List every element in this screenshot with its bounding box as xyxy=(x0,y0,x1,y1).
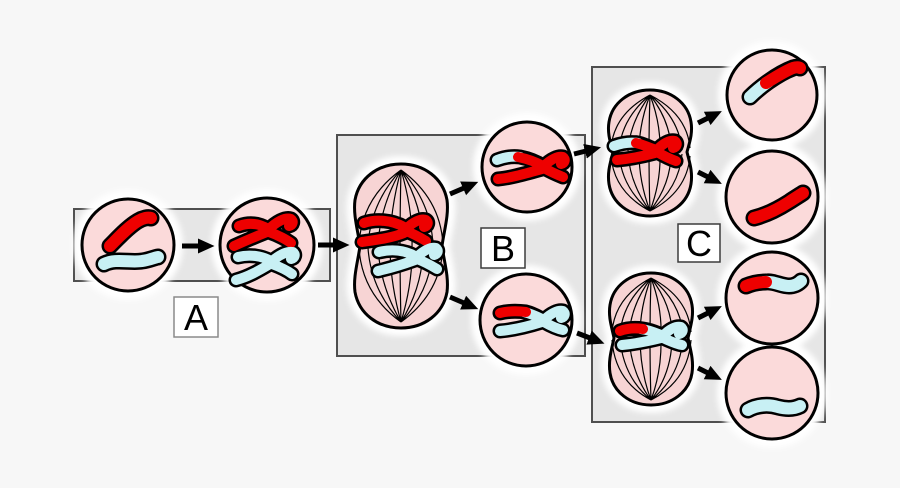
flow-arrows xyxy=(182,111,722,380)
spindle-fibers xyxy=(611,277,692,401)
stage-c-label: C xyxy=(686,223,712,264)
red-chromosome xyxy=(104,211,157,252)
daughter-cell-top xyxy=(480,120,574,214)
arrow-daughter-top-to-meiosis2 xyxy=(573,143,602,159)
cyan-chromosome xyxy=(742,399,806,416)
label-frame xyxy=(173,296,219,338)
stage-a-label-box: A xyxy=(173,296,219,338)
arrow-meiosis1-to-daughter-top xyxy=(449,181,479,197)
arrow-to-gamete-3 xyxy=(696,306,722,321)
cyan-segments xyxy=(617,321,688,350)
spindle-fibers xyxy=(610,94,691,212)
gamete-2 xyxy=(724,149,820,245)
stage-a-label: A xyxy=(184,297,208,338)
chromosomes xyxy=(226,211,303,288)
label-frame xyxy=(480,227,526,269)
arrow-to-gamete-2 xyxy=(696,169,722,184)
cell-membrane xyxy=(80,197,176,293)
chromosomes xyxy=(354,212,446,279)
cyan-chromatid-pair xyxy=(373,242,443,276)
cyan-segment xyxy=(758,275,807,292)
red-segment xyxy=(495,306,531,318)
replicated-cell xyxy=(218,196,316,294)
red-segments xyxy=(493,151,570,184)
chromosomes xyxy=(606,133,685,169)
arrow-daughter-bottom-to-meiosis2 xyxy=(576,330,605,345)
spindle-fibers xyxy=(358,169,444,323)
arrow-to-gamete-1 xyxy=(696,111,722,126)
chromosomes xyxy=(492,303,573,339)
chromosomes xyxy=(612,319,691,353)
stage-c-label-box: C xyxy=(677,223,721,264)
red-segment xyxy=(760,61,806,89)
cyan-chromatid-pair xyxy=(231,246,300,285)
red-chromatid-pair xyxy=(229,213,298,251)
red-segment xyxy=(615,323,648,336)
cyan-chromosome xyxy=(98,251,164,270)
chromosomes xyxy=(489,149,573,187)
red-chromosome xyxy=(748,187,809,224)
cell-membrane xyxy=(724,250,820,346)
red-chromatid-pair xyxy=(357,214,433,247)
meiosis2-spindle-top xyxy=(606,88,693,218)
cell-membrane xyxy=(724,345,820,441)
daughter-cell-bottom xyxy=(478,272,574,368)
stage-b-label-box: B xyxy=(480,227,526,269)
meiosis2-spindle-bottom xyxy=(608,271,694,407)
red-segment xyxy=(740,276,772,292)
gamete-1 xyxy=(725,48,819,142)
chromosomes xyxy=(95,209,167,273)
cyan-segments xyxy=(495,305,570,336)
gamete-3 xyxy=(724,250,820,346)
parent-cell xyxy=(80,197,176,293)
arrow-meiosis1-to-daughter-bottom xyxy=(449,294,479,310)
gamete-4 xyxy=(724,345,820,441)
arrow-to-gamete-4 xyxy=(696,365,722,380)
label-frame xyxy=(677,223,721,263)
red-segments xyxy=(612,135,682,166)
meiosis1-spindle-cell xyxy=(353,162,449,330)
stage-b-label: B xyxy=(491,228,515,269)
